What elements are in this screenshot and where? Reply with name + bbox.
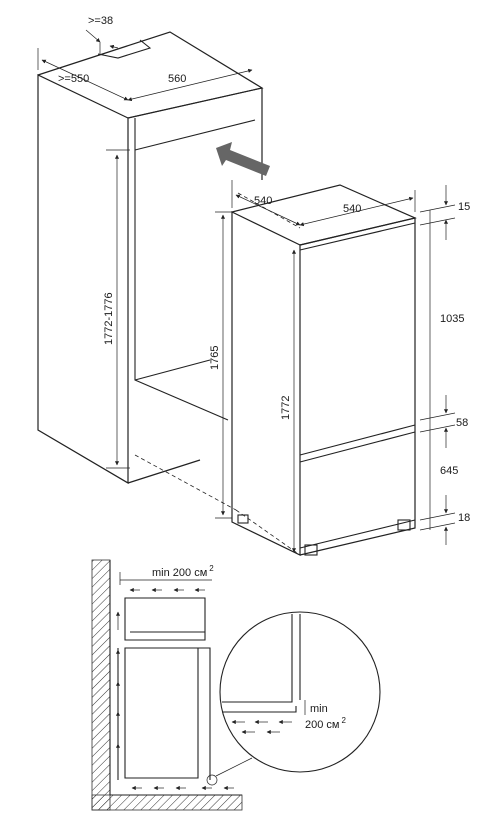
dim-top-cover: 15 [458,201,470,213]
dim-unit-width: 540 [343,203,361,215]
detail-min-label: min [310,703,328,715]
dim-lower-door: 645 [440,465,458,477]
dimension-lines [37,29,456,553]
dim-top-gap: >=38 [88,15,113,27]
dim-niche-depth: >=550 [58,73,89,85]
dim-upper-door: 1035 [440,313,464,325]
dim-door-gap: 58 [456,417,468,429]
dim-unit-depth: 540 [254,195,272,207]
dim-unit-height: 1772 [280,396,292,420]
dim-niche-height: 1772-1776 [103,292,115,345]
dim-niche-width: 560 [168,73,186,85]
dim-inner-height: 1765 [209,346,221,370]
insertion-arrow-icon [216,142,270,176]
detail-circle [219,611,381,773]
appliance-unit [231,184,417,556]
ventilation-section [91,559,253,811]
cabinet-niche [37,31,301,556]
dim-base: 18 [458,512,470,524]
